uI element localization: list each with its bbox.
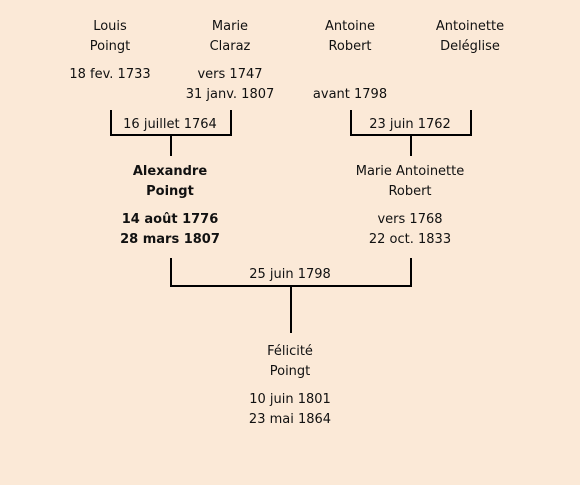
birth-date: 10 juin 1801	[249, 392, 331, 407]
person-last-name: Poingt	[269, 364, 311, 379]
person-first-name: Alexandre	[132, 164, 208, 179]
connector-line	[230, 110, 232, 136]
person-last-name: Poingt	[146, 184, 194, 199]
person-first-name: Antoinette	[435, 19, 505, 34]
person-last-name: Robert	[328, 39, 372, 54]
death-date: 22 oct. 1833	[368, 232, 452, 247]
connector-line	[290, 285, 292, 333]
person-first-name: Marie Antoinette	[355, 164, 465, 179]
death-date: avant 1798	[312, 87, 388, 102]
connector-line	[470, 110, 472, 136]
marriage-date: 16 juillet 1764	[123, 117, 217, 132]
connector-line	[110, 110, 112, 136]
person-first-name: Antoine	[324, 19, 376, 34]
birth-date: 18 fev. 1733	[69, 67, 151, 82]
death-date: 31 janv. 1807	[185, 87, 275, 102]
connector-line	[170, 134, 172, 156]
person-first-name: Félicité	[267, 344, 313, 359]
death-date: 28 mars 1807	[120, 232, 220, 247]
connector-line	[410, 258, 412, 287]
person-last-name: Robert	[388, 184, 432, 199]
person-last-name: Deléglise	[440, 39, 500, 54]
marriage-date: 23 juin 1762	[369, 117, 451, 132]
death-date: 23 mai 1864	[248, 412, 332, 427]
birth-date: vers 1747	[197, 67, 263, 82]
connector-line	[410, 134, 412, 156]
birth-date: vers 1768	[377, 212, 443, 227]
person-first-name: Louis	[93, 19, 127, 34]
person-last-name: Claraz	[209, 39, 251, 54]
person-last-name: Poingt	[89, 39, 131, 54]
person-first-name: Marie	[211, 19, 249, 34]
birth-date: 14 août 1776	[121, 212, 219, 227]
connector-line	[170, 258, 172, 287]
connector-line	[350, 110, 352, 136]
marriage-date: 25 juin 1798	[249, 267, 331, 282]
